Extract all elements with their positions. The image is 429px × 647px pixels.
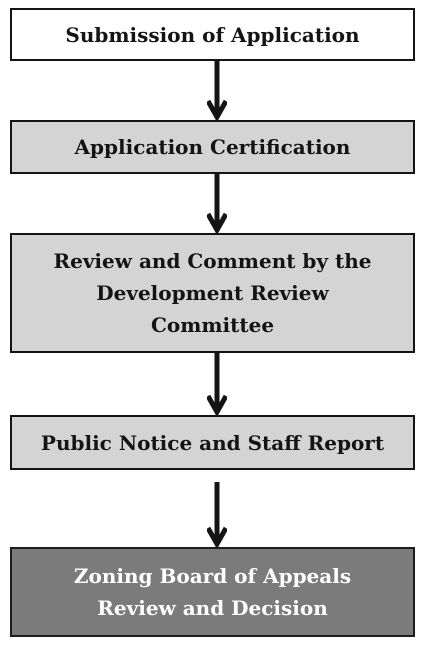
step-review-and-comment: Review and Comment by the Development Re… [10,233,415,353]
step-label-line: Review and Comment by the [53,249,372,273]
step-public-notice-and-staff-report: Public Notice and Staff Report [10,415,415,470]
down-arrow-icon [207,482,227,547]
step-submission-of-application: Submission of Application [10,8,415,61]
step-label-line: Development Review [96,281,329,305]
step-zoning-board-review-and-decision: Zoning Board of Appeals Review and Decis… [10,547,415,637]
down-arrow-icon [207,353,227,415]
step-label-line: Application Certification [74,135,351,159]
step-label-line: Submission of Application [65,22,360,47]
step-label-line: Zoning Board of Appeals [73,564,352,588]
step-label-line: Public Notice and Staff Report [40,430,385,455]
step-label-line: Committee [150,313,275,337]
down-arrow-icon [207,61,227,120]
step-application-certification: Application Certification [10,120,415,174]
step-label-line: Review and Decision [97,596,328,620]
down-arrow-icon [207,174,227,233]
